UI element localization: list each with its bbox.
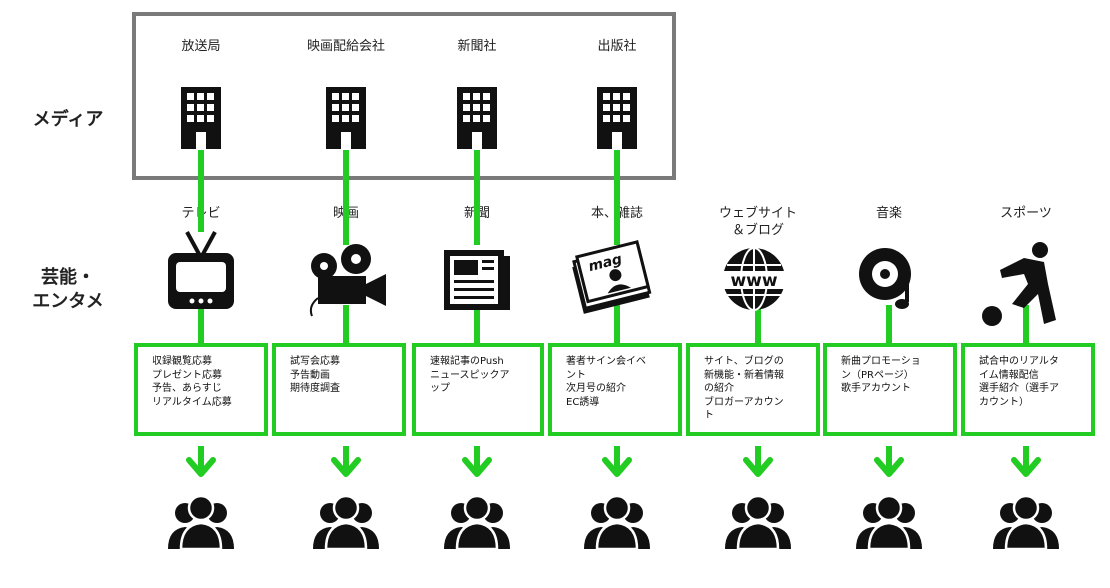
media-company-label: 映画配給会社 [306, 39, 385, 54]
office-building-icon [181, 87, 221, 149]
magazine-icon: mag [572, 240, 652, 314]
users-group-icon [442, 494, 512, 551]
movie-camera-icon [309, 244, 386, 317]
office-building-icon [457, 87, 497, 149]
users-group-icon [311, 494, 381, 551]
feature-box-website: サイト、ブログの 新機能・新着情報 の紹介 ブロガーアカウン ト [686, 343, 820, 436]
media-company-label: 出版社 [597, 39, 637, 54]
users-group-icon [166, 494, 236, 551]
users-group-icon [854, 494, 924, 551]
soccer-player-icon [982, 242, 1056, 326]
feature-box-magazine: 著者サイン会イベ ント 次月号の紹介 EC誘導 [548, 343, 682, 436]
music-disc-icon [859, 248, 911, 309]
down-arrow-icon [465, 446, 489, 474]
users-group-icon [582, 494, 652, 551]
office-building-icon [326, 87, 366, 149]
feature-box-music: 新曲プロモーショ ン（PRページ） 歌手アカウント [823, 343, 957, 436]
row-label-entertainment: 芸能・ エンタメ [32, 267, 104, 312]
feature-box-sports: 試合中のリアルタ イム情報配信 選手紹介（選手ア カウント） [961, 343, 1095, 436]
row-label-media: メディア [32, 109, 104, 130]
www-globe-icon: www [721, 247, 787, 311]
office-building-icon [597, 87, 637, 149]
svg-text:mag: mag [587, 251, 624, 275]
down-arrow-icon [605, 446, 629, 474]
svg-text:www: www [730, 271, 777, 291]
down-arrow-icon [877, 446, 901, 474]
media-company-label: 放送局 [181, 39, 221, 54]
down-arrow-icon [746, 446, 770, 474]
feature-box-tv: 収録観覧応募 プレゼント応募 予告、あらすじ リアルタイム応募 [134, 343, 268, 436]
down-arrow-icon [334, 446, 358, 474]
users-group-icon [723, 494, 793, 551]
users-group-icon [991, 494, 1061, 551]
feature-box-movie: 試写会応募 予告動画 期待度調査 [272, 343, 406, 436]
newspaper-icon [444, 250, 510, 310]
category-label: 音楽 [875, 206, 902, 221]
tv-icon [168, 231, 234, 309]
category-label: スポーツ [1000, 206, 1052, 221]
category-label: ウェブサイト ＆ブログ [718, 206, 797, 238]
down-arrow-icon [1014, 446, 1038, 474]
down-arrow-icon [189, 446, 213, 474]
media-group-frame [132, 12, 676, 180]
feature-box-newspaper: 速報記事のPush ニュースピックア ップ [412, 343, 544, 436]
connector-lines [198, 150, 1029, 345]
media-company-label: 新聞社 [457, 39, 497, 54]
